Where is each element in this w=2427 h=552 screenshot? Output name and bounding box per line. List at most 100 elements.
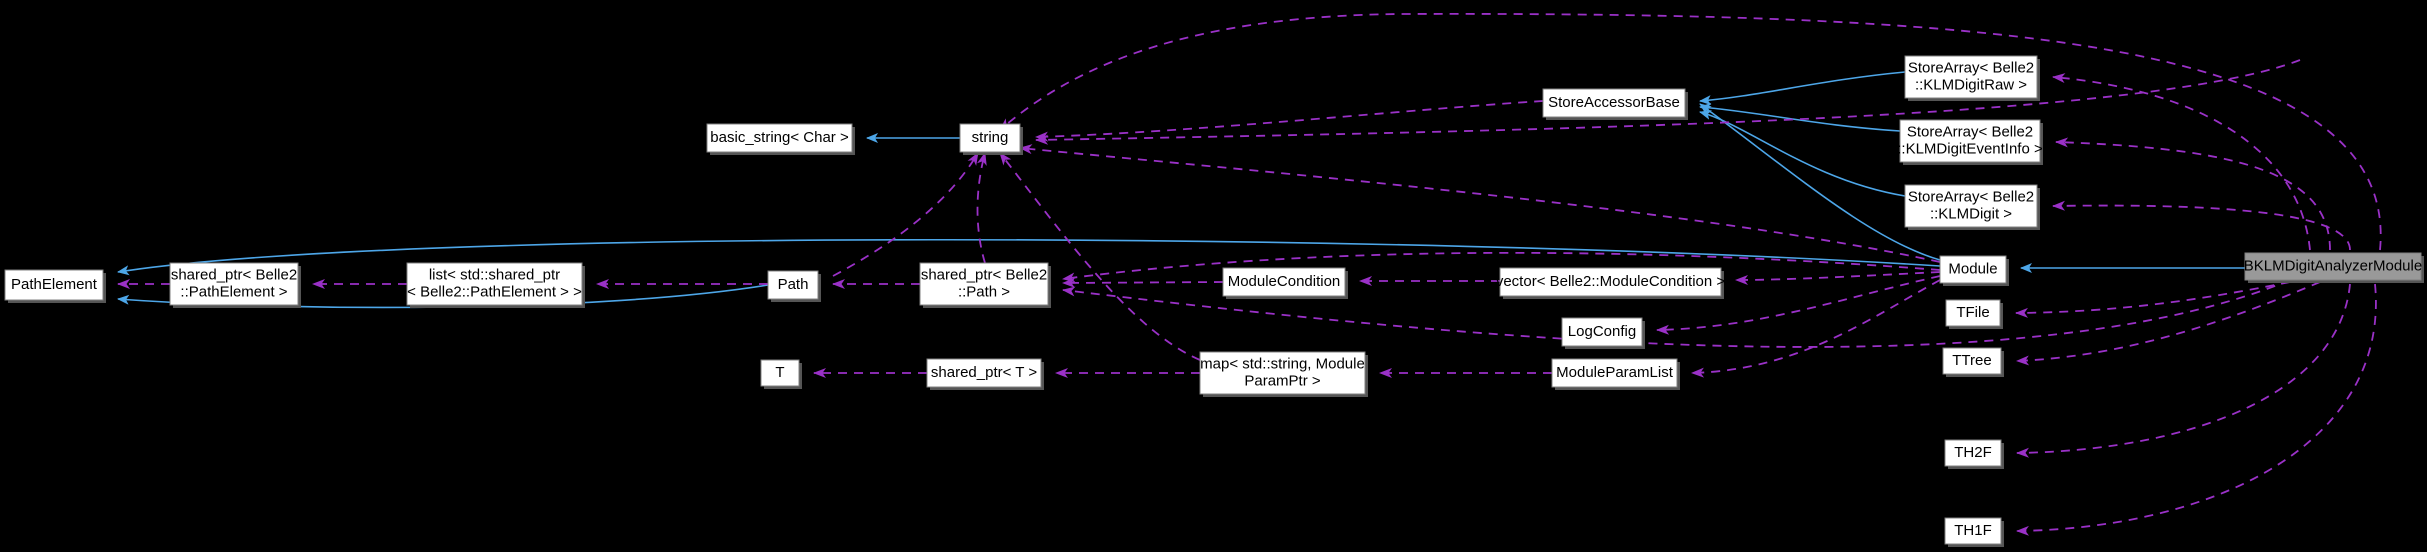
edge-inherit-pathelement-module — [117, 238, 1941, 276]
node-sp_t[interactable]: shared_ptr< T > — [926, 358, 1044, 390]
node-label: shared_ptr< Belle2 — [921, 266, 1047, 283]
node-label: string — [972, 129, 1009, 146]
edge-usage-string-path-curve — [832, 152, 979, 277]
edge-usage-bklm-klmdigiteventinfo — [2055, 137, 2331, 251]
node-box[interactable] — [1561, 317, 1643, 347]
node-th2f[interactable]: TH2F — [1944, 439, 2004, 469]
node-box[interactable] — [1199, 351, 1366, 395]
node-t[interactable]: T — [760, 359, 802, 389]
edge-usage-logconfig-module — [1656, 275, 1941, 335]
node-box[interactable] — [169, 262, 299, 306]
node-box[interactable] — [767, 270, 819, 300]
node-label: ModuleCondition — [1228, 273, 1341, 290]
node-label: TTree — [1952, 352, 1991, 369]
node-box[interactable] — [1499, 267, 1722, 297]
node-label: map< std::string, Module — [1200, 355, 1365, 372]
node-pathelement[interactable]: PathElement — [4, 269, 106, 303]
node-label: Path — [778, 276, 809, 293]
node-label: StoreArray< Belle2 — [1908, 188, 2034, 205]
edge-usage-bklm-th1f — [2016, 283, 2377, 536]
node-label: ::KLMDigitEventInfo > — [1897, 140, 2043, 157]
node-box[interactable] — [4, 269, 104, 301]
edge-layer — [117, 13, 2382, 536]
node-sa_klmdigit[interactable]: StoreArray< Belle2::KLMDigit > — [1904, 184, 2040, 230]
node-storeaccessorbase[interactable]: StoreAccessorBase — [1542, 88, 1688, 120]
node-box[interactable] — [1551, 358, 1678, 388]
node-vec_modulecond[interactable]: vector< Belle2::ModuleCondition > — [1496, 267, 1726, 299]
node-modulecondition[interactable]: ModuleCondition — [1222, 267, 1348, 299]
node-box[interactable] — [760, 359, 800, 387]
node-label: ModuleParamList — [1556, 364, 1674, 381]
node-sa_klmdigiteventinfo[interactable]: StoreArray< Belle2::KLMDigitEventInfo > — [1897, 119, 2043, 165]
edge-usage-vector-module — [1735, 271, 1941, 285]
node-label: T — [775, 364, 784, 381]
node-label: ::PathElement > — [180, 283, 287, 300]
node-box[interactable] — [926, 358, 1042, 388]
node-label: vector< Belle2::ModuleCondition > — [1496, 273, 1726, 290]
node-label: ::Path > — [958, 283, 1010, 300]
node-label: basic_string< Char > — [710, 129, 849, 146]
node-label: ::KLMDigit > — [1930, 205, 2012, 222]
node-tfile[interactable]: TFile — [1945, 299, 2003, 329]
edge-usage-string-sppath-curve — [976, 152, 987, 264]
node-label: LogConfig — [1568, 323, 1636, 340]
node-box[interactable] — [959, 123, 1021, 153]
node-sa_klmdigitraw[interactable]: StoreArray< Belle2::KLMDigitRaw > — [1904, 55, 2040, 101]
node-label: TH2F — [1954, 444, 1992, 461]
node-sp_pathelement[interactable]: shared_ptr< Belle2::PathElement > — [169, 262, 301, 308]
edge-usage-string-sa-klmdigitraw — [1035, 59, 2301, 145]
node-box[interactable] — [1542, 88, 1686, 118]
node-box[interactable] — [1944, 517, 2002, 545]
node-box[interactable] — [1944, 439, 2002, 467]
edge-inherit-storeaccessor-moduleside — [1699, 103, 1941, 261]
node-layer: PathElement shared_ptr< Belle2::PathEleme… — [4, 55, 2424, 547]
node-box[interactable] — [1904, 184, 2038, 228]
node-box[interactable] — [1945, 299, 2001, 327]
node-th1f[interactable]: TH1F — [1944, 517, 2004, 547]
edge-usage-sppath-module-upper — [1062, 251, 1941, 283]
node-box[interactable] — [1939, 255, 2007, 284]
node-box[interactable] — [1904, 55, 2038, 99]
node-label: < Belle2::PathElement > > — [407, 283, 582, 300]
node-label: BKLMDigitAnalyzerModule — [2244, 257, 2422, 274]
node-moduleparamlist[interactable]: ModuleParamList — [1551, 358, 1680, 390]
node-box[interactable] — [1942, 347, 2002, 375]
edge-inherit-storeaccessor-klmdigitraw — [1699, 71, 1906, 106]
node-box[interactable] — [1899, 119, 2041, 163]
node-basic_string[interactable]: basic_string< Char > — [706, 123, 855, 155]
node-box[interactable] — [919, 262, 1049, 306]
node-label: StoreArray< Belle2 — [1907, 123, 2033, 140]
edge-usage-string-module-curve — [1019, 144, 1941, 263]
edge-usage-bklm-klmdigitraw — [2052, 73, 2311, 251]
edge-usage-bklm-ttree — [2016, 281, 2321, 366]
node-label: ::KLMDigitRaw > — [1915, 76, 2027, 93]
node-label: shared_ptr< T > — [931, 364, 1037, 381]
node-bklmdigitanalyzer[interactable]: BKLMDigitAnalyzerModule — [2244, 252, 2424, 283]
node-label: StoreAccessorBase — [1548, 94, 1680, 111]
node-label: shared_ptr< Belle2 — [171, 266, 297, 283]
node-label: PathElement — [11, 276, 98, 293]
node-ttree[interactable]: TTree — [1942, 347, 2004, 377]
node-label: Module — [1948, 260, 1997, 277]
node-box[interactable] — [1222, 267, 1346, 297]
node-label: TFile — [1956, 304, 1989, 321]
node-box[interactable] — [406, 262, 583, 306]
node-path[interactable]: Path — [767, 270, 821, 302]
node-box[interactable] — [2244, 252, 2422, 281]
edge-inherit-storeaccessor-klmdigit — [1699, 110, 1906, 197]
edge-usage-map-string-curve — [999, 152, 1201, 361]
edge-usage-string-storeaccessor — [1035, 100, 1544, 142]
node-list_sp_pe[interactable]: list< std::shared_ptr< Belle2::PathEleme… — [406, 262, 585, 308]
node-label: ParamPtr > — [1244, 372, 1321, 389]
edge-usage-bklm-tfile — [2015, 281, 2291, 318]
edge-usage-moduleparamlist-module — [1691, 279, 1941, 378]
node-box[interactable] — [706, 123, 853, 153]
node-string[interactable]: string — [959, 123, 1023, 155]
node-module[interactable]: Module — [1939, 255, 2009, 286]
edge-usage-bklm-klmdigit — [2052, 200, 2351, 251]
node-logconfig[interactable]: LogConfig — [1561, 317, 1645, 349]
node-sp_path[interactable]: shared_ptr< Belle2::Path > — [919, 262, 1051, 308]
edge-usage-sppath-modulecondition — [1062, 277, 1224, 288]
